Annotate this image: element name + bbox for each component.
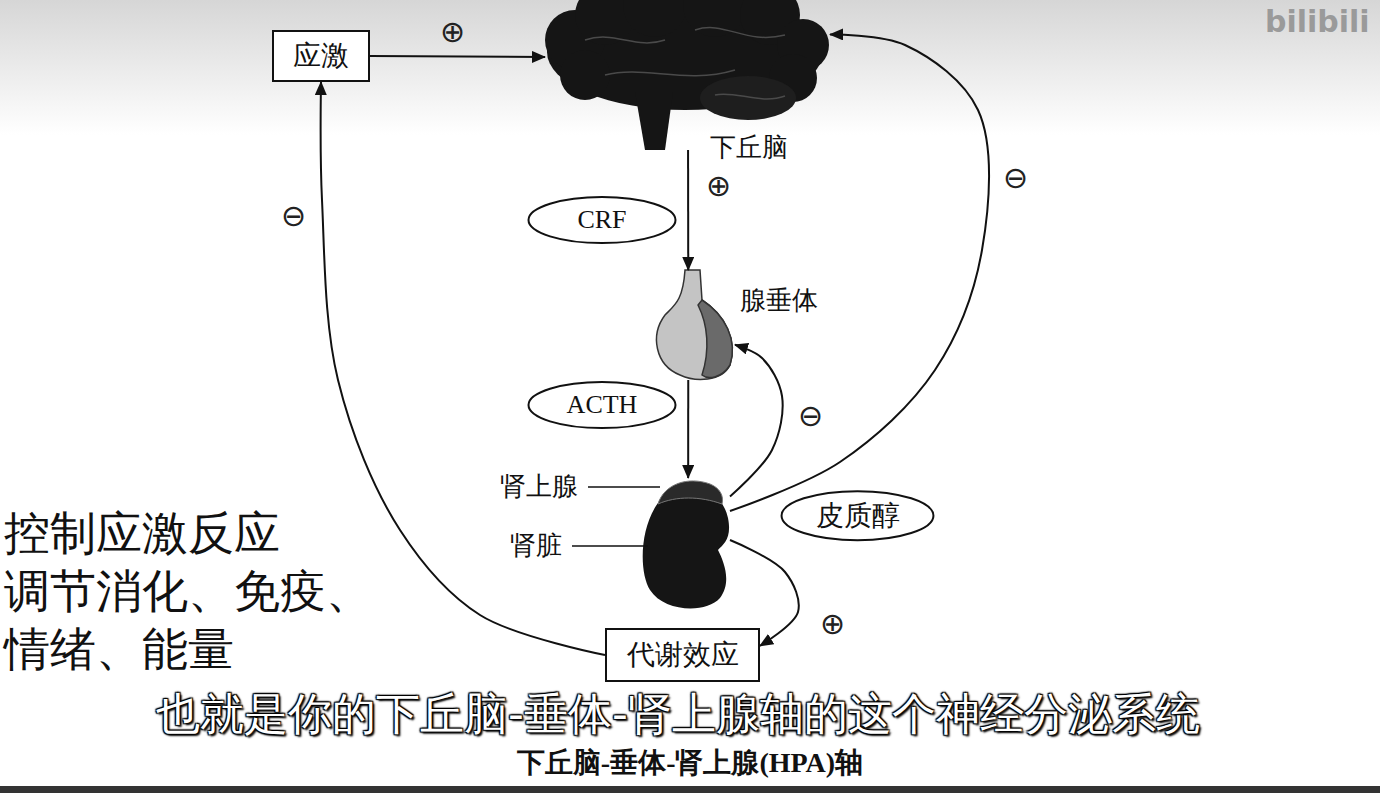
overlay-text: 情绪、能量 (4, 622, 234, 677)
brain-gyri (585, 28, 785, 99)
sign-symbol: ⊖ (1003, 160, 1028, 196)
posterior-lobe (698, 300, 732, 378)
sign-symbol: ⊕ (440, 14, 465, 50)
node-label: 肾上腺 (500, 471, 578, 502)
cerebellum (700, 76, 796, 120)
brain-lobe (623, 0, 687, 37)
node-label: CRF (577, 204, 626, 235)
hormone-ellipse: 皮质醇 (780, 489, 935, 542)
kidney-shape (643, 487, 729, 609)
node-label: 应激 (293, 39, 349, 73)
hypothalamus-figure: 下丘脑 (545, 0, 830, 150)
kidney-illustration (643, 481, 729, 609)
arrow-connector (687, 380, 689, 478)
node-label: 下丘脑 (710, 132, 788, 163)
pituitary-illustration (657, 270, 733, 379)
node-label: 代谢效应 (627, 638, 739, 672)
brain-stem (635, 92, 673, 150)
node-label: ACTH (567, 389, 638, 420)
caption: 下丘脑-垂体-肾上腺(HPA)轴 (0, 746, 1380, 780)
anterior-lobe (657, 270, 733, 379)
pituitary-figure: 腺垂体 (650, 270, 735, 380)
adrenal-shape (658, 481, 723, 504)
arrow-connector (370, 56, 545, 57)
sign-symbol: ⊕ (820, 606, 845, 642)
hormone-ellipse: CRF (527, 195, 677, 245)
overlay-text: 控制应激反应 (4, 506, 280, 561)
ellipse-shape (529, 197, 676, 243)
arrow-connector (687, 150, 689, 270)
node-label: 肾脏 (510, 530, 562, 561)
ellipse-shape (782, 491, 934, 540)
leader-line (588, 486, 660, 488)
effect-box: 代谢效应 (605, 628, 760, 682)
ellipse-shape (529, 382, 676, 428)
sign-symbol: ⊖ (798, 398, 823, 434)
subtitle: 也就是你的下丘脑-垂体-肾上腺轴的这个神经分泌系统 (0, 688, 1356, 741)
brain-lobe (560, 50, 610, 100)
hormone-ellipse: ACTH (527, 380, 677, 430)
connectors (321, 34, 989, 655)
player-bar (0, 786, 1380, 793)
sign-symbol: ⊕ (706, 168, 731, 204)
leader-line (572, 545, 648, 547)
sign-symbol: ⊖ (281, 198, 306, 234)
overlay-text: 调节消化、免疫、 (4, 564, 372, 619)
brain-illustration (545, 0, 829, 150)
adrenal-kidney-figure: 肾上腺肾脏 (640, 478, 730, 610)
stimulus-box: 应激 (272, 30, 370, 82)
watermark: bilibili (1265, 4, 1370, 40)
node-label: 皮质醇 (816, 499, 900, 533)
node-label: 腺垂体 (740, 285, 818, 316)
arrow-connector (730, 34, 989, 511)
brain-lobe (683, 0, 747, 37)
arrow-connector (730, 345, 783, 497)
